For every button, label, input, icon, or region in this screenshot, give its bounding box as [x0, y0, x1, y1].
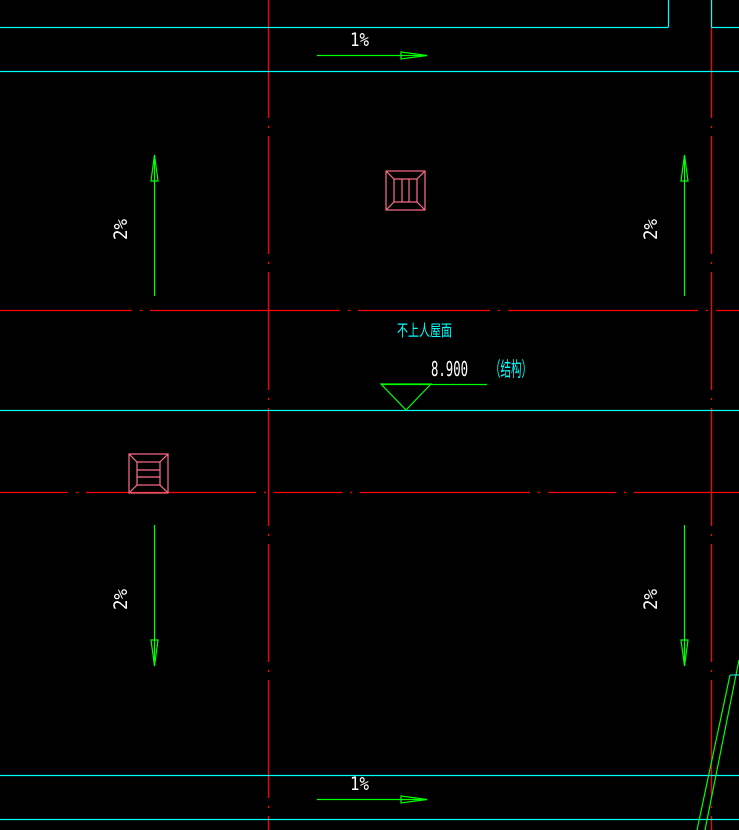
diagonal-line-outer: [704, 659, 739, 830]
slope-labels: 1% 1% 2% 2% 2% 2%: [110, 29, 662, 795]
diagonal-lines: [696, 659, 739, 830]
slope-arrow-left-lower: [150, 525, 159, 667]
slope-label-right-lower: 2%: [640, 588, 662, 610]
slope-arrow-top: [317, 51, 428, 60]
slope-arrow-bottom: [317, 795, 428, 804]
slope-arrows: [150, 51, 689, 804]
slope-label-left-lower: 2%: [110, 588, 132, 610]
elevation-triangle: [379, 383, 433, 411]
slope-label-top: 1%: [350, 29, 369, 51]
slope-arrow-left-upper: [150, 154, 159, 296]
slope-arrow-right-lower: [680, 525, 689, 667]
elevation-marker: 8.900 （结构）: [379, 357, 532, 411]
roof-drain-lower: [128, 453, 169, 494]
roof-drain-upper: [385, 170, 426, 211]
slope-label-left-upper: 2%: [110, 218, 132, 240]
roof-type-label: 不上人屋面: [397, 321, 452, 340]
diagonal-line-inner: [696, 674, 731, 830]
slope-label-right-upper: 2%: [640, 218, 662, 240]
slope-arrow-right-upper: [680, 154, 689, 296]
elevation-value: 8.900: [431, 357, 468, 381]
slope-label-bottom: 1%: [350, 773, 369, 795]
elevation-note: （结构）: [490, 357, 532, 381]
